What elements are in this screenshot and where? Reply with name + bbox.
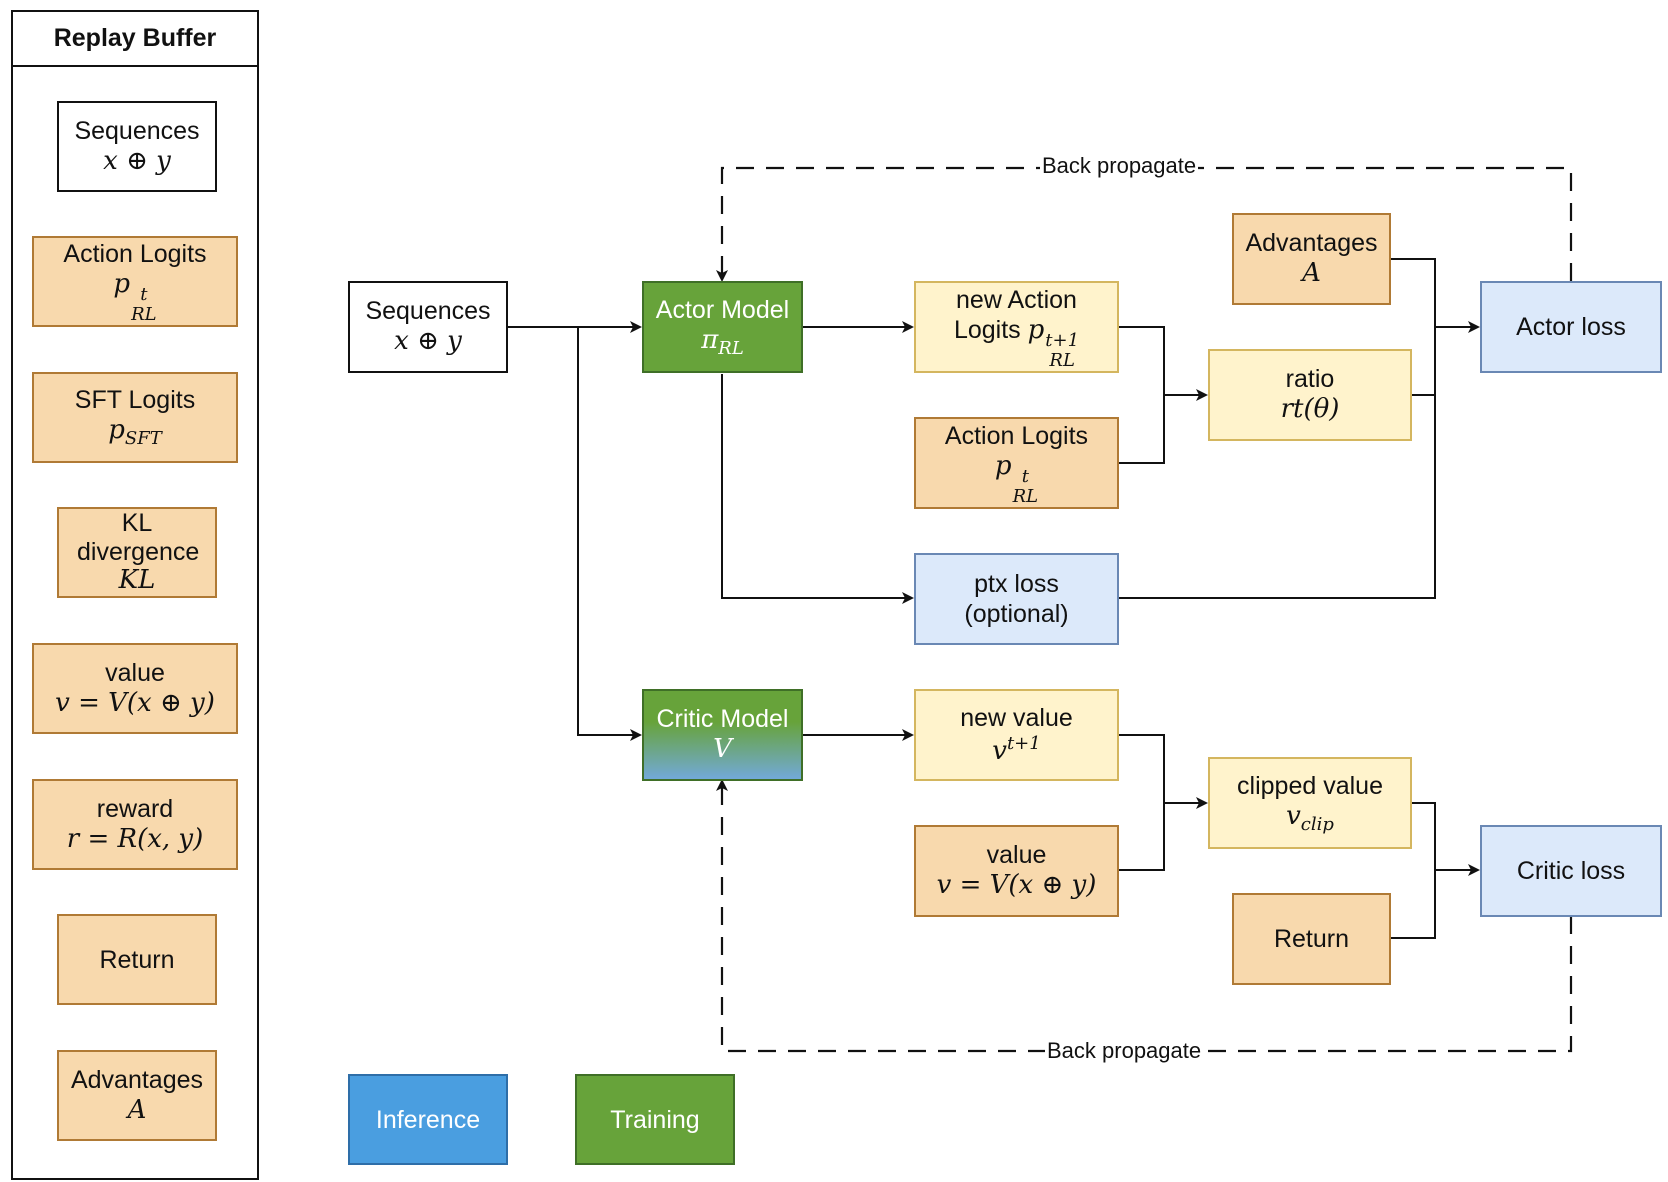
buffer-value: value v = V(x ⊕ y) (32, 643, 238, 734)
advantages-node: Advantages A (1232, 213, 1391, 305)
value-node: value v = V(x ⊕ y) (914, 825, 1119, 917)
clipped-value-node: clipped value vclip (1208, 757, 1412, 849)
replay-buffer-title: Replay Buffer (13, 12, 257, 67)
sequences-node: Sequences x ⊕ y (348, 281, 508, 373)
actor-loss-node: Actor loss (1480, 281, 1662, 373)
critic-model-node: Critic Model V (642, 689, 803, 781)
buffer-return: Return (57, 914, 217, 1005)
buffer-advantages: Advantages A (57, 1050, 217, 1141)
legend-inference: Inference (348, 1074, 508, 1165)
buffer-kl-divergence: KL divergence KL (57, 507, 217, 598)
wire-new-value-to-merge (1119, 734, 1165, 871)
buffer-sft-logits: SFT Logits pSFT (32, 372, 238, 463)
actor-model-node: Actor Model πRL (642, 281, 803, 373)
return-node: Return (1232, 893, 1391, 985)
ratio-node: ratio rt(θ) (1208, 349, 1412, 441)
backprop-label-bottom: Back propagate (1045, 1038, 1204, 1063)
legend-training: Training (575, 1074, 735, 1165)
wire-new-logits-to-merge (1119, 326, 1165, 464)
critic-loss-node: Critic loss (1480, 825, 1662, 917)
backprop-critic-path (716, 779, 1573, 1053)
buffer-sequences: Sequences x ⊕ y (57, 101, 217, 192)
ptx-loss-node: ptx loss (optional) (914, 553, 1119, 645)
backprop-label-top: Back propagate (1040, 153, 1199, 178)
wire-advantages-to-actor-loss (1119, 258, 1436, 599)
buffer-reward: reward r = R(x, y) (32, 779, 238, 870)
backprop-actor-path (716, 166, 1573, 282)
arrow-sequences-to-critic (577, 327, 642, 741)
arrow-actor-to-ptx-loss (721, 374, 914, 604)
new-value-node: new value vt+1 (914, 689, 1119, 781)
